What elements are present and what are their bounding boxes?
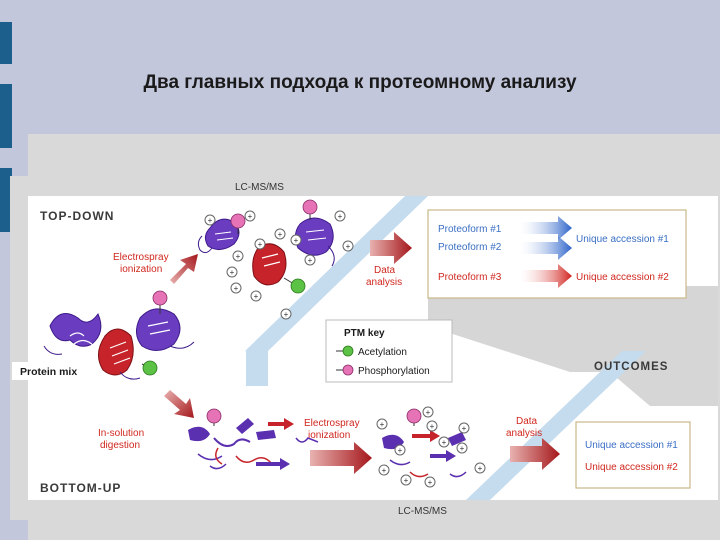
outcomes-grey-band [428,286,718,372]
bottom-up-heading: BOTTOM-UP [40,481,121,495]
outcomes-label: OUTCOMES [594,361,668,373]
bottom-results-box [575,421,691,489]
protein-mix-label: Protein mix [20,366,77,378]
svg-text:+: + [442,438,447,447]
bottom-grey-triangle [610,372,718,406]
svg-text:+: + [426,408,431,417]
svg-text:+: + [230,268,235,277]
bottom-unique-accession-2: Unique accession #2 [585,462,678,473]
phosphorylation-label: Phosphorylation [358,366,430,377]
protein-mix-bg [12,362,96,380]
side-accent-bar-1 [0,22,12,64]
protein-mix-cluster [43,290,195,380]
data-analysis-bottom-line2: analysis [506,428,542,439]
side-accent-bar-2 [0,84,12,148]
top-ionized-proteins [197,199,335,294]
svg-text:+: + [234,284,239,293]
side-accent-bar-3 [0,168,12,232]
svg-text:+: + [380,420,385,429]
lcms-band-bottom [466,351,646,500]
svg-text:+: + [308,256,313,265]
data-analysis-bottom-line1: Data [516,416,538,427]
figure-band-top [10,176,718,196]
svg-text:+: + [460,444,465,453]
svg-text:+: + [236,252,241,261]
svg-text:+: + [294,236,299,245]
proteomics-figure: LC-MS/MS LC-MS/MS TOP-DOWN BOTTOM-UP Pro… [10,176,718,520]
lcms-label-top: LC-MS/MS [235,182,284,193]
svg-text:+: + [338,212,343,221]
left-grey-band [10,196,28,500]
ptm-key-title: PTM key [344,328,385,339]
lcms-band-mid [246,351,268,386]
acetylation-label: Acetylation [358,347,407,358]
data-analysis-top-line2: analysis [366,277,402,288]
in-solution-digestion-line2: digestion [100,440,140,451]
svg-text:+: + [462,424,467,433]
lcms-label-bottom: LC-MS/MS [398,506,447,517]
svg-text:+: + [248,212,253,221]
esi-bottom-label-line1: Electrospray [304,418,360,429]
arrow-proteoform-2 [520,236,572,260]
plus-ions-top: + + + + + + + + + + + + + [204,210,354,320]
svg-text:+: + [346,242,351,251]
arrow-proteoform-3 [520,264,572,288]
svg-text:+: + [284,310,289,319]
svg-text:+: + [404,476,409,485]
top-down-heading: TOP-DOWN [40,209,114,223]
arrow-to-top-ions [170,254,198,284]
svg-text:+: + [278,230,283,239]
data-analysis-top-line1: Data [374,265,396,276]
top-unique-accession-2: Unique accession #2 [576,272,669,283]
esi-top-label-line2: ionization [120,264,162,275]
svg-text:+: + [428,478,433,487]
bottom-unique-accession-1: Unique accession #1 [585,440,678,451]
esi-bottom-label-line2: ionization [308,430,350,441]
phosphorylation-swatch [342,364,354,376]
top-unique-accession-1: Unique accession #1 [576,234,669,245]
svg-text:+: + [382,466,387,475]
arrow-data-analysis-bottom [510,438,560,470]
svg-text:+: + [478,464,483,473]
arrow-proteoform-1 [520,216,572,240]
acetylation-swatch [342,345,354,357]
svg-text:+: + [398,446,403,455]
arrow-data-analysis-top [370,232,412,264]
slide-title: Два главных подхода к протеомному анализ… [143,72,577,93]
svg-text:+: + [430,422,435,431]
svg-text:+: + [254,292,259,301]
arrow-to-digestion [164,390,194,418]
digested-peptides [188,408,319,470]
svg-text:+: + [258,240,263,249]
svg-text:+: + [208,216,213,225]
proteoform-1: Proteoform #1 [438,224,502,235]
proteoform-2: Proteoform #2 [438,242,502,253]
esi-top-label-line1: Electrospray [113,252,169,263]
in-solution-digestion-line1: In-solution [98,428,144,439]
figure-band-bottom [10,500,718,520]
arrow-esi-bottom [310,442,372,474]
plus-ions-bottom: + + + + + + + + + + + [376,406,486,488]
proteoform-3: Proteoform #3 [438,272,502,283]
